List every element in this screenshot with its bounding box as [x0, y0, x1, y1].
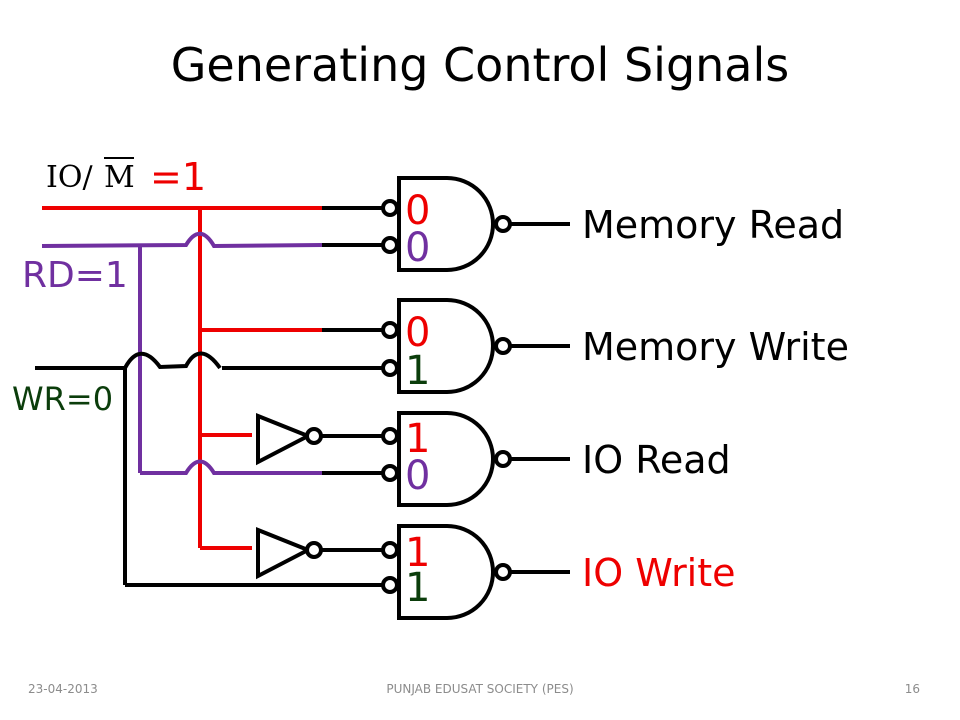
io-m-label: IO/ M =1 — [46, 155, 206, 199]
input-value: 0 — [405, 310, 430, 356]
input-value: 1 — [405, 530, 430, 576]
io-m-label-io: IO/ — [46, 160, 93, 195]
input-bubble — [381, 576, 399, 594]
inverter-triangle — [256, 527, 313, 580]
output-bubble — [494, 215, 512, 233]
inverter-io-read — [256, 413, 382, 466]
inverter-triangle — [256, 413, 313, 466]
inverter-io-write — [256, 527, 382, 580]
and-gate-body — [397, 176, 495, 272]
input-value: 1 — [405, 416, 430, 462]
output-label-io-read: IO Read — [582, 438, 731, 482]
input-value: 1 — [405, 565, 430, 611]
input-bubble — [381, 236, 399, 254]
io-m-label-m: M — [104, 160, 135, 195]
output-label-io-write: IO Write — [582, 551, 736, 595]
input-bubble — [381, 541, 399, 559]
gate-memory-read: 00 Memory Read — [381, 176, 844, 272]
output-label-memory-write: Memory Write — [582, 325, 849, 369]
output-label-memory-read: Memory Read — [582, 203, 844, 247]
io-m-value: =1 — [150, 155, 206, 199]
gate-io-write: 11 IO Write — [381, 524, 736, 620]
output-bubble — [494, 563, 512, 581]
and-gate-body — [397, 524, 495, 620]
input-bubble — [381, 359, 399, 377]
input-value: 0 — [405, 188, 430, 234]
wr-wire — [35, 351, 385, 587]
output-bubble — [494, 450, 512, 468]
input-value: 0 — [405, 225, 430, 271]
footer-date: 23-04-2013 — [28, 682, 98, 696]
input-value: 0 — [405, 453, 430, 499]
input-bubble — [381, 464, 399, 482]
gate-memory-write: 01 Memory Write — [381, 298, 849, 394]
footer-page-number: 16 — [904, 682, 920, 696]
input-value: 1 — [405, 348, 430, 394]
input-bubble — [381, 321, 399, 339]
footer-organization: PUNJAB EDUSAT SOCIETY (PES) — [386, 682, 574, 696]
gate-lead-wires — [322, 206, 382, 475]
input-bubble — [381, 427, 399, 445]
output-bubble — [494, 337, 512, 355]
slide-title: Generating Control Signals — [170, 38, 790, 92]
wr-label: WR=0 — [12, 380, 113, 418]
rd-label: RD=1 — [22, 255, 128, 296]
input-bubble — [381, 199, 399, 217]
io-m-wire — [42, 206, 322, 550]
inverter-bubble — [305, 541, 323, 559]
and-gate-body — [397, 411, 495, 507]
gate-io-read: 10 IO Read — [381, 411, 731, 507]
and-gate-body — [397, 298, 495, 394]
rd-wire — [41, 231, 323, 475]
inverter-bubble — [305, 427, 323, 445]
